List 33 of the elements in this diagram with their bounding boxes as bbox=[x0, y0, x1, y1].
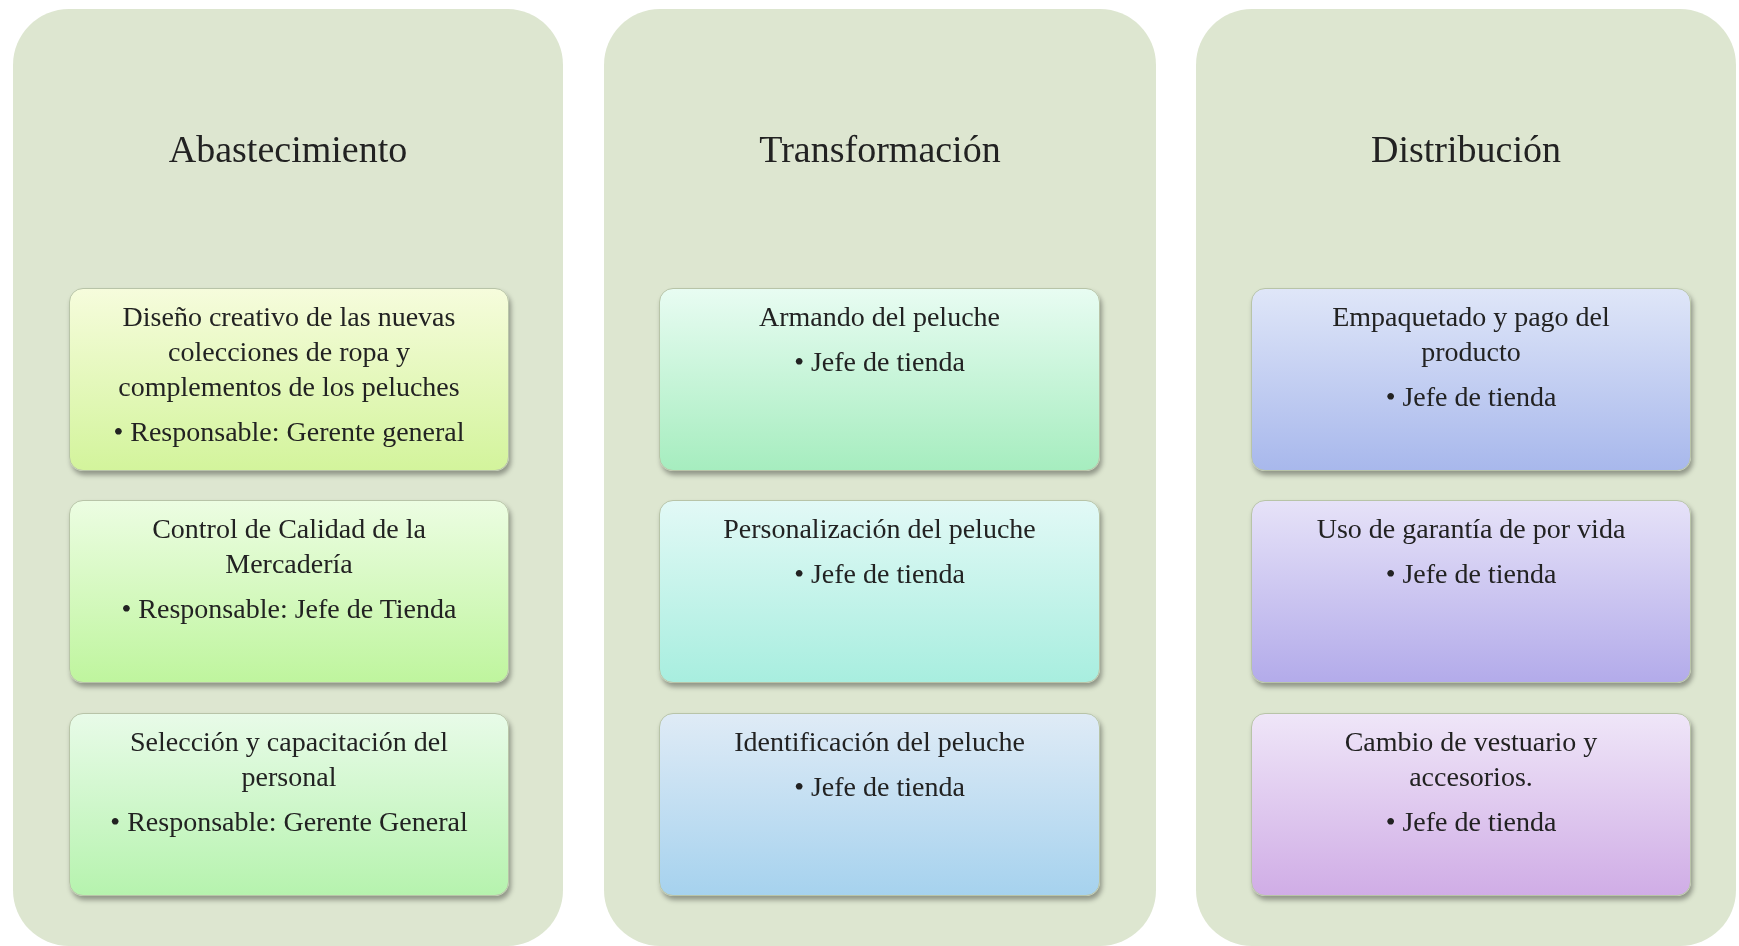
stage-title: Distribución bbox=[1370, 127, 1562, 171]
activity-text: Control de Calidad de la Mercadería bbox=[151, 512, 427, 581]
activity-card bbox=[69, 713, 509, 896]
stage-title: Abastecimiento bbox=[167, 127, 409, 171]
activity-card bbox=[69, 288, 509, 471]
responsible-item: • Jefe de tienda bbox=[1384, 557, 1558, 591]
responsible-item: • Responsable: Gerente General bbox=[109, 805, 469, 839]
responsible-item: • Jefe de tienda bbox=[1384, 380, 1558, 414]
activity-text: Personalización del peluche bbox=[722, 512, 1037, 546]
responsible-item: • Jefe de tienda bbox=[793, 557, 966, 591]
responsible-item: • Responsable: Jefe de Tienda bbox=[120, 592, 458, 626]
activity-text: Identificación del peluche bbox=[733, 725, 1026, 759]
activity-card bbox=[659, 500, 1100, 683]
activity-card bbox=[659, 713, 1100, 896]
responsible-item: • Jefe de tienda bbox=[793, 345, 966, 379]
responsible-item: • Jefe de tienda bbox=[1384, 805, 1558, 839]
stage-title: Transformación bbox=[758, 127, 1002, 171]
activity-card bbox=[1251, 500, 1691, 683]
activity-card bbox=[69, 500, 509, 683]
activity-text: Cambio de vestuario y accesorios. bbox=[1343, 725, 1599, 794]
stage-column bbox=[604, 9, 1156, 946]
activity-text: Selección y capacitación del personal bbox=[129, 725, 449, 794]
activity-text: Armando del peluche bbox=[758, 300, 1001, 334]
activity-card bbox=[659, 288, 1100, 471]
responsible-item: • Jefe de tienda bbox=[793, 770, 966, 804]
activity-text: Empaquetado y pago del producto bbox=[1331, 300, 1611, 369]
activity-card bbox=[1251, 713, 1691, 896]
activity-text: Uso de garantía de por vida bbox=[1315, 512, 1627, 546]
stage-column bbox=[1196, 9, 1736, 946]
stage-column bbox=[13, 9, 563, 946]
responsible-item: • Responsable: Gerente general bbox=[112, 415, 466, 449]
activity-card bbox=[1251, 288, 1691, 471]
activity-text: Diseño creativo de las nuevas colecciones de ropa y complementos de los peluches bbox=[117, 300, 461, 404]
